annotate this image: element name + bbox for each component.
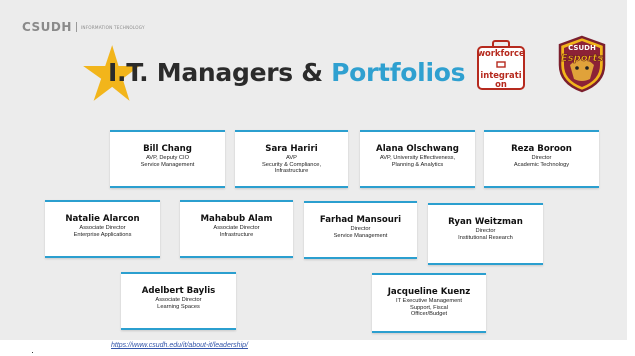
title-part-managers: I.T. Managers &	[108, 58, 332, 87]
logo-subtitle: INFORMATION TECHNOLOGY	[80, 24, 145, 30]
manager-role: Director Academic Technology	[513, 155, 570, 168]
cursor-dot	[32, 352, 33, 353]
manager-card-ryan-weitzman: Ryan Weitzman Director Institutional Res…	[428, 203, 543, 265]
manager-card-natalie-alarcon: Natalie Alarcon Associate Director Enter…	[45, 200, 160, 258]
csudh-it-logo: CSUDH INFORMATION TECHNOLOGY	[22, 20, 145, 34]
briefcase-icon	[477, 40, 525, 90]
csudh-esports-logo: CSUDH Esports	[558, 35, 606, 93]
manager-role: AVP, Deputy CIO Service Management	[140, 155, 195, 168]
manager-role: Associate Director Learning Spaces	[155, 297, 202, 310]
manager-card-adelbert-baylis: Adelbert Baylis Associate Director Learn…	[121, 272, 236, 330]
title-part-portfolios: Portfolios	[331, 58, 466, 87]
page-title: I.T. Managers & Portfolios	[108, 58, 465, 87]
star-icon	[83, 45, 140, 101]
manager-card-sara-hariri: Sara Hariri AVP Security & Compliance, I…	[235, 130, 348, 188]
workforce-line-3: on	[495, 79, 507, 89]
manager-role: AVP Security & Compliance, Infrastructur…	[261, 155, 322, 175]
manager-name: Farhad Mansouri	[319, 215, 402, 225]
manager-card-jacqueline-kuenz: Jacqueline Kuenz IT Executive Management…	[372, 273, 486, 333]
manager-card-mahabub-alam: Mahabub Alam Associate Director Infrastr…	[180, 200, 293, 258]
logo-divider	[75, 22, 77, 32]
workforce-integration-badge: workforce integrati on	[471, 38, 531, 93]
manager-role: AVP, University Effectiveness, Planning …	[379, 155, 456, 168]
manager-name: Jacqueline Kuenz	[387, 287, 471, 297]
manager-card-alana-olschwang: Alana Olschwang AVP, University Effectiv…	[360, 130, 475, 188]
manager-name: Ryan Weitzman	[448, 217, 523, 227]
manager-name: Sara Hariri	[265, 144, 318, 154]
slide: CSUDH INFORMATION TECHNOLOGY I.T. Manage…	[0, 0, 627, 340]
logo-wordmark: CSUDH	[22, 20, 72, 34]
workforce-line-2: integrati	[480, 70, 522, 80]
manager-card-bill-chang: Bill Chang AVP, Deputy CIO Service Manag…	[110, 130, 225, 188]
manager-name: Mahabub Alam	[200, 214, 273, 224]
workforce-line-1: workforce	[477, 48, 525, 58]
manager-card-farhad-mansouri: Farhad Mansouri Director Service Managem…	[304, 201, 417, 259]
manager-name: Bill Chang	[143, 144, 192, 154]
manager-role: Director Institutional Research	[458, 228, 513, 241]
manager-role: Associate Director Enterprise Applicatio…	[73, 225, 132, 238]
manager-name: Natalie Alarcon	[65, 214, 140, 224]
manager-card-reza-boroon: Reza Boroon Director Academic Technology	[484, 130, 599, 188]
manager-name: Reza Boroon	[511, 144, 572, 154]
manager-name: Alana Olschwang	[376, 144, 459, 154]
manager-role: Director Service Management	[333, 226, 388, 239]
esports-top-text: CSUDH	[568, 44, 596, 52]
manager-role: IT Executive Management Support, Fiscal …	[396, 298, 462, 318]
esports-main-text: Esports	[561, 53, 604, 64]
leadership-page-link[interactable]: https://www.csudh.edu/it/about-it/leader…	[111, 342, 248, 349]
manager-role: Associate Director Infrastructure	[213, 225, 260, 238]
manager-name: Adelbert Baylis	[141, 286, 216, 296]
